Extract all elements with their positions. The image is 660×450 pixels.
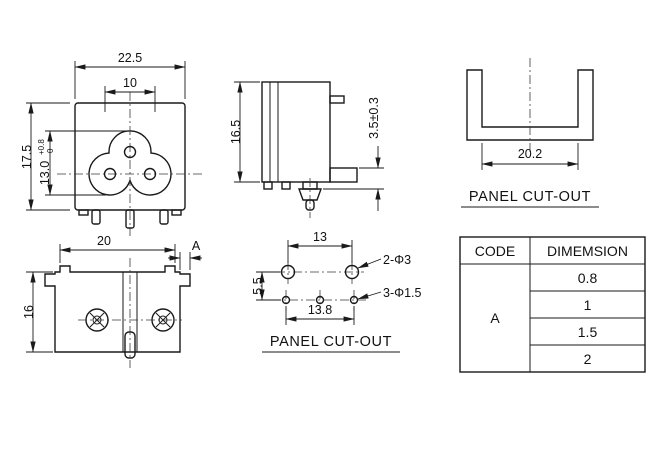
solder-pin bbox=[125, 209, 135, 229]
dim-overall-width: 22.5 bbox=[118, 51, 142, 65]
pin-hole bbox=[143, 167, 157, 181]
mount-foot bbox=[171, 209, 182, 216]
mount-foot bbox=[78, 209, 89, 216]
dim-width: 20 bbox=[97, 234, 111, 248]
rivet-flange bbox=[298, 188, 322, 201]
table-border bbox=[459, 236, 646, 373]
mount-bracket bbox=[329, 167, 358, 183]
panel-cutout-caption: PANEL CUT-OUT bbox=[270, 334, 392, 350]
svg-text:3.5±0.3: 3.5±0.3 bbox=[367, 97, 381, 139]
leader-line bbox=[357, 258, 382, 269]
table-value: 1 bbox=[584, 297, 592, 313]
tolerance-lower: 0 bbox=[46, 148, 55, 153]
drill-hole-small bbox=[349, 295, 359, 305]
table-value: 0.8 bbox=[578, 270, 598, 286]
solder-pin bbox=[91, 209, 101, 225]
mount-foot bbox=[263, 181, 273, 190]
svg-text:16: 16 bbox=[22, 305, 36, 319]
drill-pattern-view: 13 5.5 13.8 2-Φ3 3-Φ1.5 PANEL CUT-OUT bbox=[251, 230, 422, 353]
dim-lower-hole-spacing: 13.8 bbox=[308, 303, 332, 317]
note-large-holes: 2-Φ3 bbox=[383, 253, 411, 267]
cutout-u-shape bbox=[466, 69, 594, 141]
dim-body-height: 16.5 bbox=[229, 120, 243, 144]
solder-pin bbox=[159, 209, 169, 225]
drill-hole-small bbox=[315, 295, 325, 305]
cloverleaf-recess bbox=[88, 130, 172, 196]
pin-hole bbox=[103, 167, 117, 181]
dim-overall-height: 17.5 bbox=[20, 145, 34, 169]
dim-row-spacing: 5.5 bbox=[251, 277, 265, 294]
table-header-code: CODE bbox=[475, 243, 515, 259]
bottom-view: 20 A 16 bbox=[22, 234, 202, 368]
svg-text:16.5: 16.5 bbox=[229, 120, 243, 144]
dim-tab-code: A bbox=[192, 239, 201, 253]
svg-text:13.0: 13.0 bbox=[38, 161, 52, 185]
dim-pin-length: 3.5±0.3 bbox=[367, 97, 381, 139]
table-value: 2 bbox=[584, 351, 592, 367]
dim-upper-hole-spacing: 13 bbox=[313, 230, 327, 244]
side-body-outline bbox=[261, 81, 331, 183]
note-small-holes: 3-Φ1.5 bbox=[383, 286, 422, 300]
panel-cutout-view: 20.2 PANEL CUT-OUT bbox=[461, 58, 599, 208]
panel-cutout-caption: PANEL CUT-OUT bbox=[469, 189, 591, 205]
svg-text:5.5: 5.5 bbox=[251, 277, 265, 294]
terminal-pin bbox=[329, 95, 345, 104]
svg-text:17.5: 17.5 bbox=[20, 145, 34, 169]
drill-hole-small bbox=[281, 295, 291, 305]
table-value: 1.5 bbox=[578, 324, 598, 340]
leader-line bbox=[357, 291, 382, 300]
tolerance-upper: +0.8 bbox=[37, 139, 46, 155]
drill-hole-large bbox=[344, 264, 360, 280]
bottom-body-outline bbox=[44, 265, 191, 353]
dim-opening-height: 13.0 +0.8 0 bbox=[37, 139, 55, 186]
table-header-dimension: DIMEMSION bbox=[547, 243, 628, 259]
mount-foot bbox=[281, 181, 291, 190]
table-code-value: A bbox=[490, 310, 500, 326]
drill-hole-large bbox=[280, 264, 296, 280]
side-view: 16.5 3.5±0.3 bbox=[229, 81, 384, 218]
dim-height: 16 bbox=[22, 305, 36, 319]
pin-hole bbox=[123, 145, 137, 159]
dim-top-width: 10 bbox=[123, 76, 137, 90]
dimension-table: CODE DIMEMSION A 0.8 1 1.5 2 bbox=[459, 236, 646, 373]
front-view: 22.5 10 17.5 13.0 +0.8 0 bbox=[20, 51, 203, 236]
dim-opening-width: 20.2 bbox=[518, 147, 542, 161]
